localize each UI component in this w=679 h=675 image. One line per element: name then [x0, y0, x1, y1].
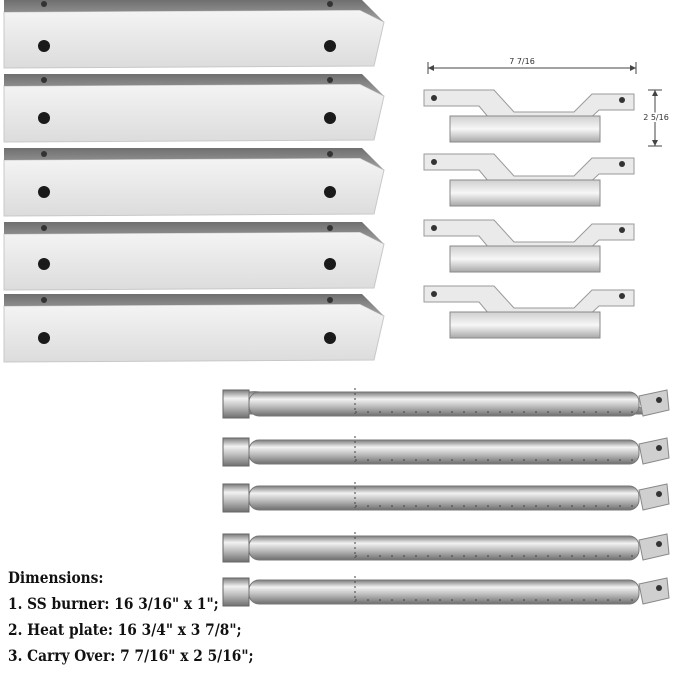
burners-group	[215, 378, 679, 618]
dimension-line-burner: 1. SS burner: 16 3/16" x 1";	[8, 594, 219, 613]
burner-5	[222, 576, 670, 607]
carry-over-graphic: 7 7/16 2 5/16	[423, 57, 670, 339]
heat-plate-1	[3, 0, 385, 69]
dimension-line-carry-over: 3. Carry Over: 7 7/16" x 2 5/16";	[8, 646, 254, 665]
carry-over-1	[423, 89, 635, 143]
carry-over-2	[423, 153, 635, 207]
carry-over-3	[423, 219, 635, 273]
carry-over-group: 7 7/16 2 5/16	[400, 50, 679, 350]
heat-plate-5	[3, 294, 385, 363]
burner-2	[222, 436, 670, 467]
burners-graphic	[222, 388, 670, 607]
burner-3	[222, 482, 670, 513]
heat-plates-graphic	[3, 0, 385, 363]
dimension-line-heat-plate: 2. Heat plate: 16 3/4" x 3 7/8";	[8, 620, 242, 639]
width-dimension	[427, 62, 637, 74]
height-label: 2 5/16	[643, 113, 669, 122]
burner-4	[222, 532, 670, 563]
burner-1	[222, 388, 670, 419]
dimensions-heading: Dimensions:	[8, 568, 104, 587]
heat-plate-4	[3, 222, 385, 291]
dimensions-block: Dimensions: 1. SS burner: 16 3/16" x 1";…	[8, 565, 254, 669]
heat-plate-3	[3, 148, 385, 217]
width-label: 7 7/16	[509, 57, 535, 66]
heat-plate-2	[3, 74, 385, 143]
carry-over-4	[423, 285, 635, 339]
height-dimension	[648, 89, 662, 147]
heat-plates-group	[0, 0, 390, 370]
